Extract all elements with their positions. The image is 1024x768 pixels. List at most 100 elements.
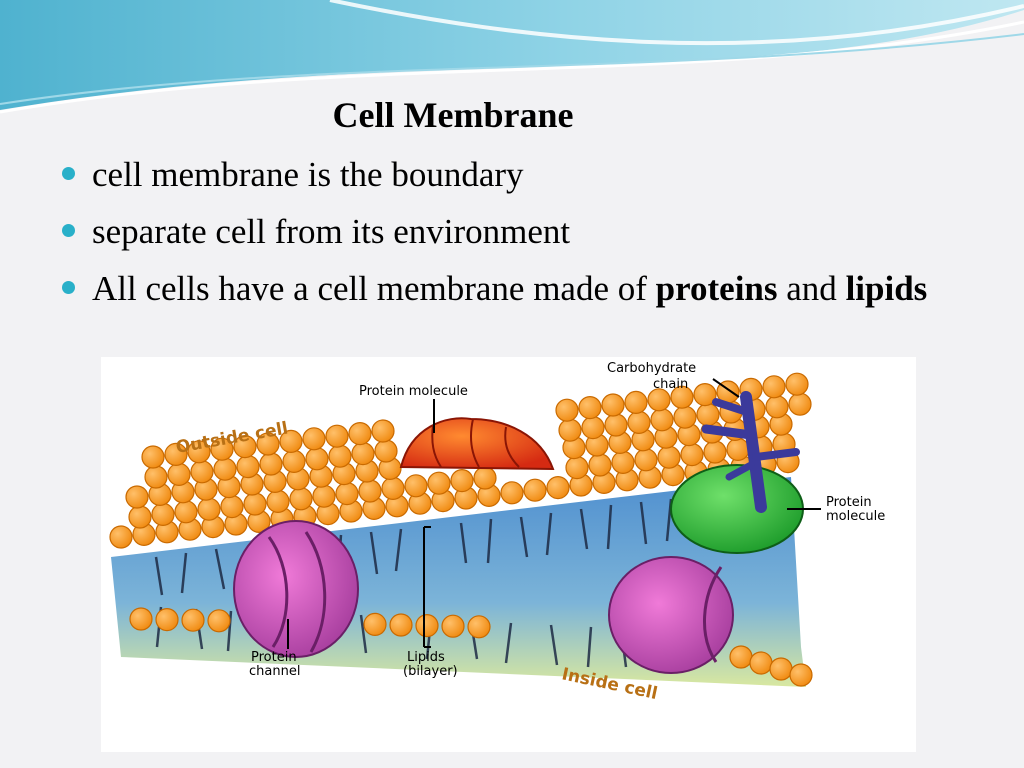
label-bilayer: (bilayer)	[403, 664, 458, 679]
protein-channel-left	[233, 520, 359, 658]
lipid-head	[371, 419, 395, 443]
bullet-item: All cells have a cell membrane made of p…	[62, 264, 962, 313]
lipid-head	[197, 497, 221, 521]
lipid-head	[328, 444, 352, 468]
lipid-head	[289, 487, 313, 511]
lipid-head	[243, 492, 267, 516]
lipid-head	[523, 478, 547, 502]
protein-channel-right	[608, 556, 734, 674]
lipid-head	[363, 612, 387, 636]
label-chain: chain	[653, 377, 688, 392]
lipid-head	[335, 482, 359, 506]
lipid-head	[259, 452, 283, 476]
bullet-dot-icon	[62, 224, 75, 237]
lipid-head	[565, 455, 589, 480]
bullet-item: cell membrane is the boundary	[62, 150, 962, 199]
lipid-head	[207, 609, 231, 633]
lipid-head	[233, 434, 257, 459]
lipid-head	[450, 468, 474, 493]
lipid-head	[164, 442, 188, 467]
lipid-head	[765, 395, 789, 419]
lipid-head	[213, 457, 237, 481]
header-waves	[0, 0, 1024, 114]
lipid-head	[558, 418, 582, 442]
lipid-head	[427, 471, 451, 495]
lipid-head	[174, 500, 198, 524]
lipid-head	[749, 651, 773, 675]
lipid-head	[696, 402, 720, 427]
lipid-head	[415, 614, 439, 638]
protein-molecule-top	[399, 417, 555, 471]
lipid-head	[109, 525, 133, 549]
bullet-text: All cells have a cell membrane made of	[92, 269, 656, 308]
bullet-item: separate cell from its environment	[62, 207, 962, 256]
lipid-head	[601, 393, 625, 417]
bullet-bold-proteins: proteins	[655, 269, 778, 308]
lipid-head	[726, 437, 750, 462]
lipid-head	[788, 392, 812, 416]
lipid-head	[473, 466, 497, 490]
lipid-head	[670, 385, 694, 409]
lipid-head	[588, 453, 612, 477]
lipid-head	[789, 663, 813, 687]
lipid-head	[693, 382, 717, 407]
lipid-head	[125, 485, 149, 509]
lipid-head	[389, 613, 413, 637]
lipid-head	[220, 495, 244, 519]
lipid-head	[348, 421, 372, 446]
lipid-head	[762, 375, 786, 399]
lipid-head	[611, 450, 635, 475]
cell-membrane-diagram: Protein molecule Carbohydrate chain Outs…	[101, 357, 916, 752]
lipid-head	[351, 441, 375, 466]
lipid-head	[151, 502, 175, 526]
lipid-head	[141, 445, 165, 469]
lipid-head	[187, 440, 211, 464]
lipid-head	[785, 372, 809, 396]
lipid-head	[729, 645, 753, 669]
lipid-head	[627, 410, 651, 435]
lipid-head	[155, 608, 179, 632]
lipid-head	[647, 388, 671, 412]
bullet-bold-lipids: lipids	[845, 269, 928, 308]
lipid-head	[381, 476, 405, 500]
lipid-head	[256, 432, 280, 456]
lipid-head	[266, 489, 290, 513]
lipid-head	[546, 476, 570, 500]
label-lipids: Lipids	[407, 650, 445, 665]
lipid-head	[312, 484, 336, 508]
lipid-head	[404, 474, 428, 498]
lipid-head	[441, 614, 465, 638]
bullet-list: cell membrane is the boundary separate c…	[62, 150, 962, 321]
lipid-head	[703, 440, 727, 464]
lipid-head	[650, 408, 674, 432]
lipid-head	[167, 462, 191, 487]
label-channel: channel	[249, 664, 300, 679]
lipid-head	[374, 439, 398, 463]
lipid-head	[673, 405, 697, 429]
lipid-head	[305, 447, 329, 471]
lipid-head	[144, 465, 168, 489]
lipid-head	[279, 429, 303, 454]
lipid-head	[325, 424, 349, 448]
lipid-head	[190, 460, 214, 484]
lipid-head	[181, 608, 205, 632]
bullet-dot-icon	[62, 167, 75, 180]
label-protein-right: Protein	[826, 495, 872, 510]
label-molecule-right: molecule	[826, 509, 885, 524]
lipid-head	[500, 481, 524, 505]
label-protein-molecule-top: Protein molecule	[359, 384, 468, 399]
lipid-head	[210, 437, 234, 461]
lipid-head	[282, 449, 306, 474]
lipid-head	[657, 445, 681, 469]
label-protein-channel: Protein	[251, 650, 297, 665]
lipid-head	[236, 454, 260, 479]
lipid-head	[128, 505, 152, 529]
lipid-head	[624, 390, 648, 415]
lipid-head	[680, 442, 704, 467]
label-pointers	[287, 378, 821, 649]
carbohydrate-chain	[701, 391, 800, 513]
label-carbohydrate: Carbohydrate	[607, 361, 696, 376]
bullet-text: separate cell from its environment	[92, 212, 571, 251]
bullet-text: cell membrane is the boundary	[92, 155, 524, 194]
lipid-head	[467, 615, 491, 639]
